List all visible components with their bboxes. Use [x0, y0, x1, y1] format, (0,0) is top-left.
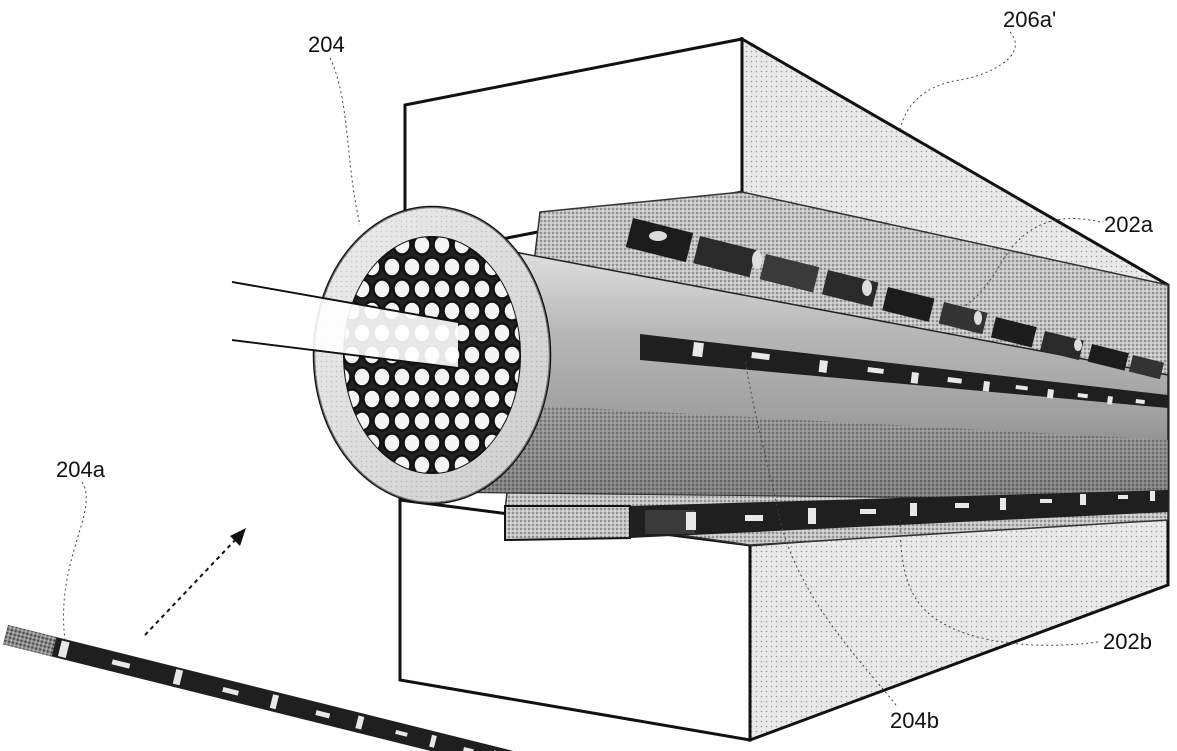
- leader-204b: [744, 359, 897, 706]
- tube-cell: [392, 410, 412, 432]
- tube-cell: [502, 344, 520, 366]
- tube-cell: [462, 256, 482, 278]
- tube-cell: [482, 344, 502, 366]
- tube-cell: [442, 432, 462, 454]
- tube-cell: [452, 278, 472, 300]
- tube-cell: [422, 388, 442, 410]
- tube-cell: [432, 278, 452, 300]
- tube-cell: [442, 256, 462, 278]
- tube-cell: [492, 366, 512, 388]
- tube-cell: [402, 388, 422, 410]
- tube-cell: [382, 256, 402, 278]
- leader-202a: [954, 218, 1101, 313]
- label-204: 204: [308, 32, 345, 57]
- tube-cell: [412, 454, 432, 473]
- tube-cell: [442, 300, 462, 322]
- tube-cell: [452, 410, 472, 432]
- tube-cell: [462, 432, 482, 454]
- tube-cell: [412, 410, 432, 432]
- tube-cell: [442, 388, 462, 410]
- tube-cell: [462, 388, 482, 410]
- tube-cell: [472, 366, 492, 388]
- tube-cell: [412, 366, 432, 388]
- leader-lines: [63, 31, 1101, 706]
- magnet-strip-upper: [625, 217, 1165, 380]
- tube-cell: [422, 256, 442, 278]
- magnet-strip-lower: [504, 490, 1168, 542]
- tube-cell: [372, 366, 392, 388]
- loose-magnet-strip: [3, 624, 523, 751]
- tube-cell: [372, 278, 392, 300]
- tube-cell: [492, 322, 512, 344]
- inlet-pipe: [231, 281, 459, 369]
- leader-202b: [899, 517, 1099, 646]
- tube-cell: [462, 344, 482, 366]
- tube-cell: [402, 256, 422, 278]
- tube-cell: [462, 300, 482, 322]
- housing-side-face-lower: [748, 513, 1170, 743]
- tube-cell: [422, 432, 442, 454]
- tube-cell: [432, 410, 452, 432]
- label-204b: 204b: [890, 708, 939, 733]
- magnet-strip-middle: [640, 334, 1168, 408]
- leader-204a: [63, 481, 87, 641]
- tube-cell: [432, 237, 452, 256]
- tube-cell: [452, 366, 472, 388]
- tube-cell: [472, 278, 492, 300]
- tube-cell: [412, 278, 432, 300]
- label-202a: 202a: [1104, 212, 1153, 237]
- tube-cell: [402, 432, 422, 454]
- tube-cell: [482, 300, 502, 322]
- tube-cell: [472, 410, 492, 432]
- tube-cell: [472, 322, 492, 344]
- tube-cell: [432, 454, 452, 473]
- leader-204: [329, 57, 361, 226]
- tube-cell: [352, 366, 372, 388]
- cylinder-shade: [440, 400, 1168, 500]
- tube-cell: [412, 237, 432, 256]
- tube-cell: [432, 366, 452, 388]
- tube-cell: [382, 388, 402, 410]
- label-206a-prime: 206a': [1003, 7, 1057, 32]
- insertion-arrow: [144, 528, 246, 636]
- tube-cell: [382, 432, 402, 454]
- label-204a: 204a: [56, 457, 105, 482]
- tube-cell: [362, 388, 382, 410]
- leader-206a: [899, 31, 1016, 131]
- label-202b: 202b: [1103, 629, 1152, 654]
- tube-cell: [482, 388, 502, 410]
- tube-cell: [392, 278, 412, 300]
- tube-cell: [392, 366, 412, 388]
- tube-cell: [372, 410, 392, 432]
